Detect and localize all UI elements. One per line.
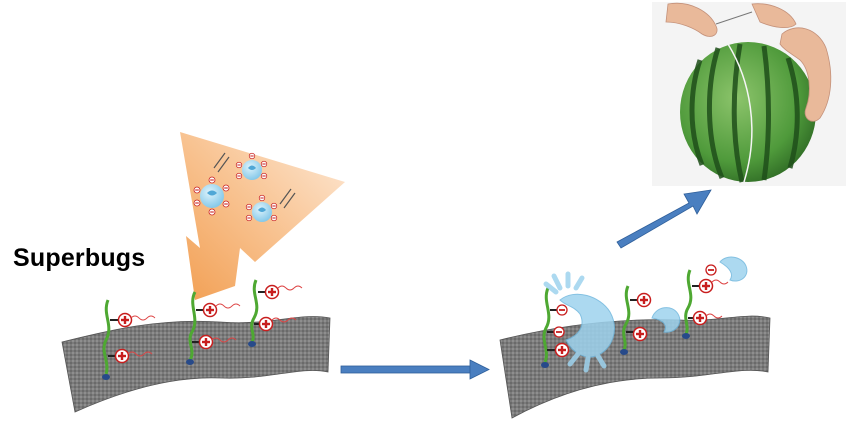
superbug-bacterium [235, 152, 268, 180]
polymer-chain [541, 287, 570, 368]
superbug-bacterium [193, 176, 230, 216]
motion-streaks [213, 152, 296, 209]
superbugs-label: Superbugs [13, 244, 146, 272]
fabric-surface-left [61, 316, 331, 413]
polymer-chain [186, 291, 241, 365]
result-arrow [616, 189, 712, 249]
superbug-bacterium [245, 194, 278, 222]
polymer-chain [682, 264, 729, 339]
ruptured-bacterium [719, 256, 748, 282]
ruptured-bacterium [543, 271, 615, 373]
hand-left [665, 2, 718, 37]
watermelon-photo [652, 2, 846, 186]
polymer-chain [620, 285, 652, 355]
ruptured-bacterium [651, 307, 681, 333]
hand-right [779, 27, 832, 122]
polymer-chain [102, 299, 156, 380]
polymer-chain [248, 279, 303, 347]
process-arrow [340, 359, 490, 380]
